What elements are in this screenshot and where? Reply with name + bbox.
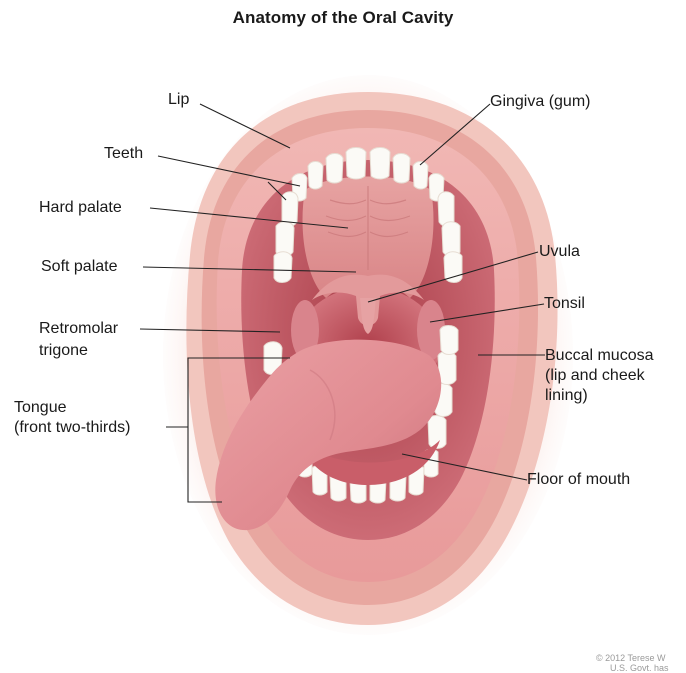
- label-floor-of-mouth: Floor of mouth: [527, 470, 630, 489]
- label-gingiva: Gingiva (gum): [490, 92, 590, 111]
- label-uvula: Uvula: [539, 242, 580, 261]
- label-retromolar-line2: trigone: [39, 341, 88, 360]
- copyright-line1: © 2012 Terese W: [596, 653, 666, 663]
- label-buccal-line2: (lip and cheek: [545, 366, 645, 385]
- label-tongue-line2: (front two-thirds): [14, 418, 130, 437]
- label-soft-palate: Soft palate: [41, 257, 118, 276]
- diagram-title: Anatomy of the Oral Cavity: [0, 8, 686, 28]
- label-hard-palate: Hard palate: [39, 198, 122, 217]
- label-retromolar-line1: Retromolar: [39, 319, 118, 338]
- copyright-line2: U.S. Govt. has: [610, 663, 669, 673]
- label-lip: Lip: [168, 90, 189, 109]
- label-teeth: Teeth: [104, 144, 143, 163]
- label-tonsil: Tonsil: [544, 294, 585, 313]
- label-tongue-line1: Tongue: [14, 398, 67, 417]
- label-buccal-line3: lining): [545, 386, 588, 405]
- label-buccal-line1: Buccal mucosa: [545, 346, 654, 365]
